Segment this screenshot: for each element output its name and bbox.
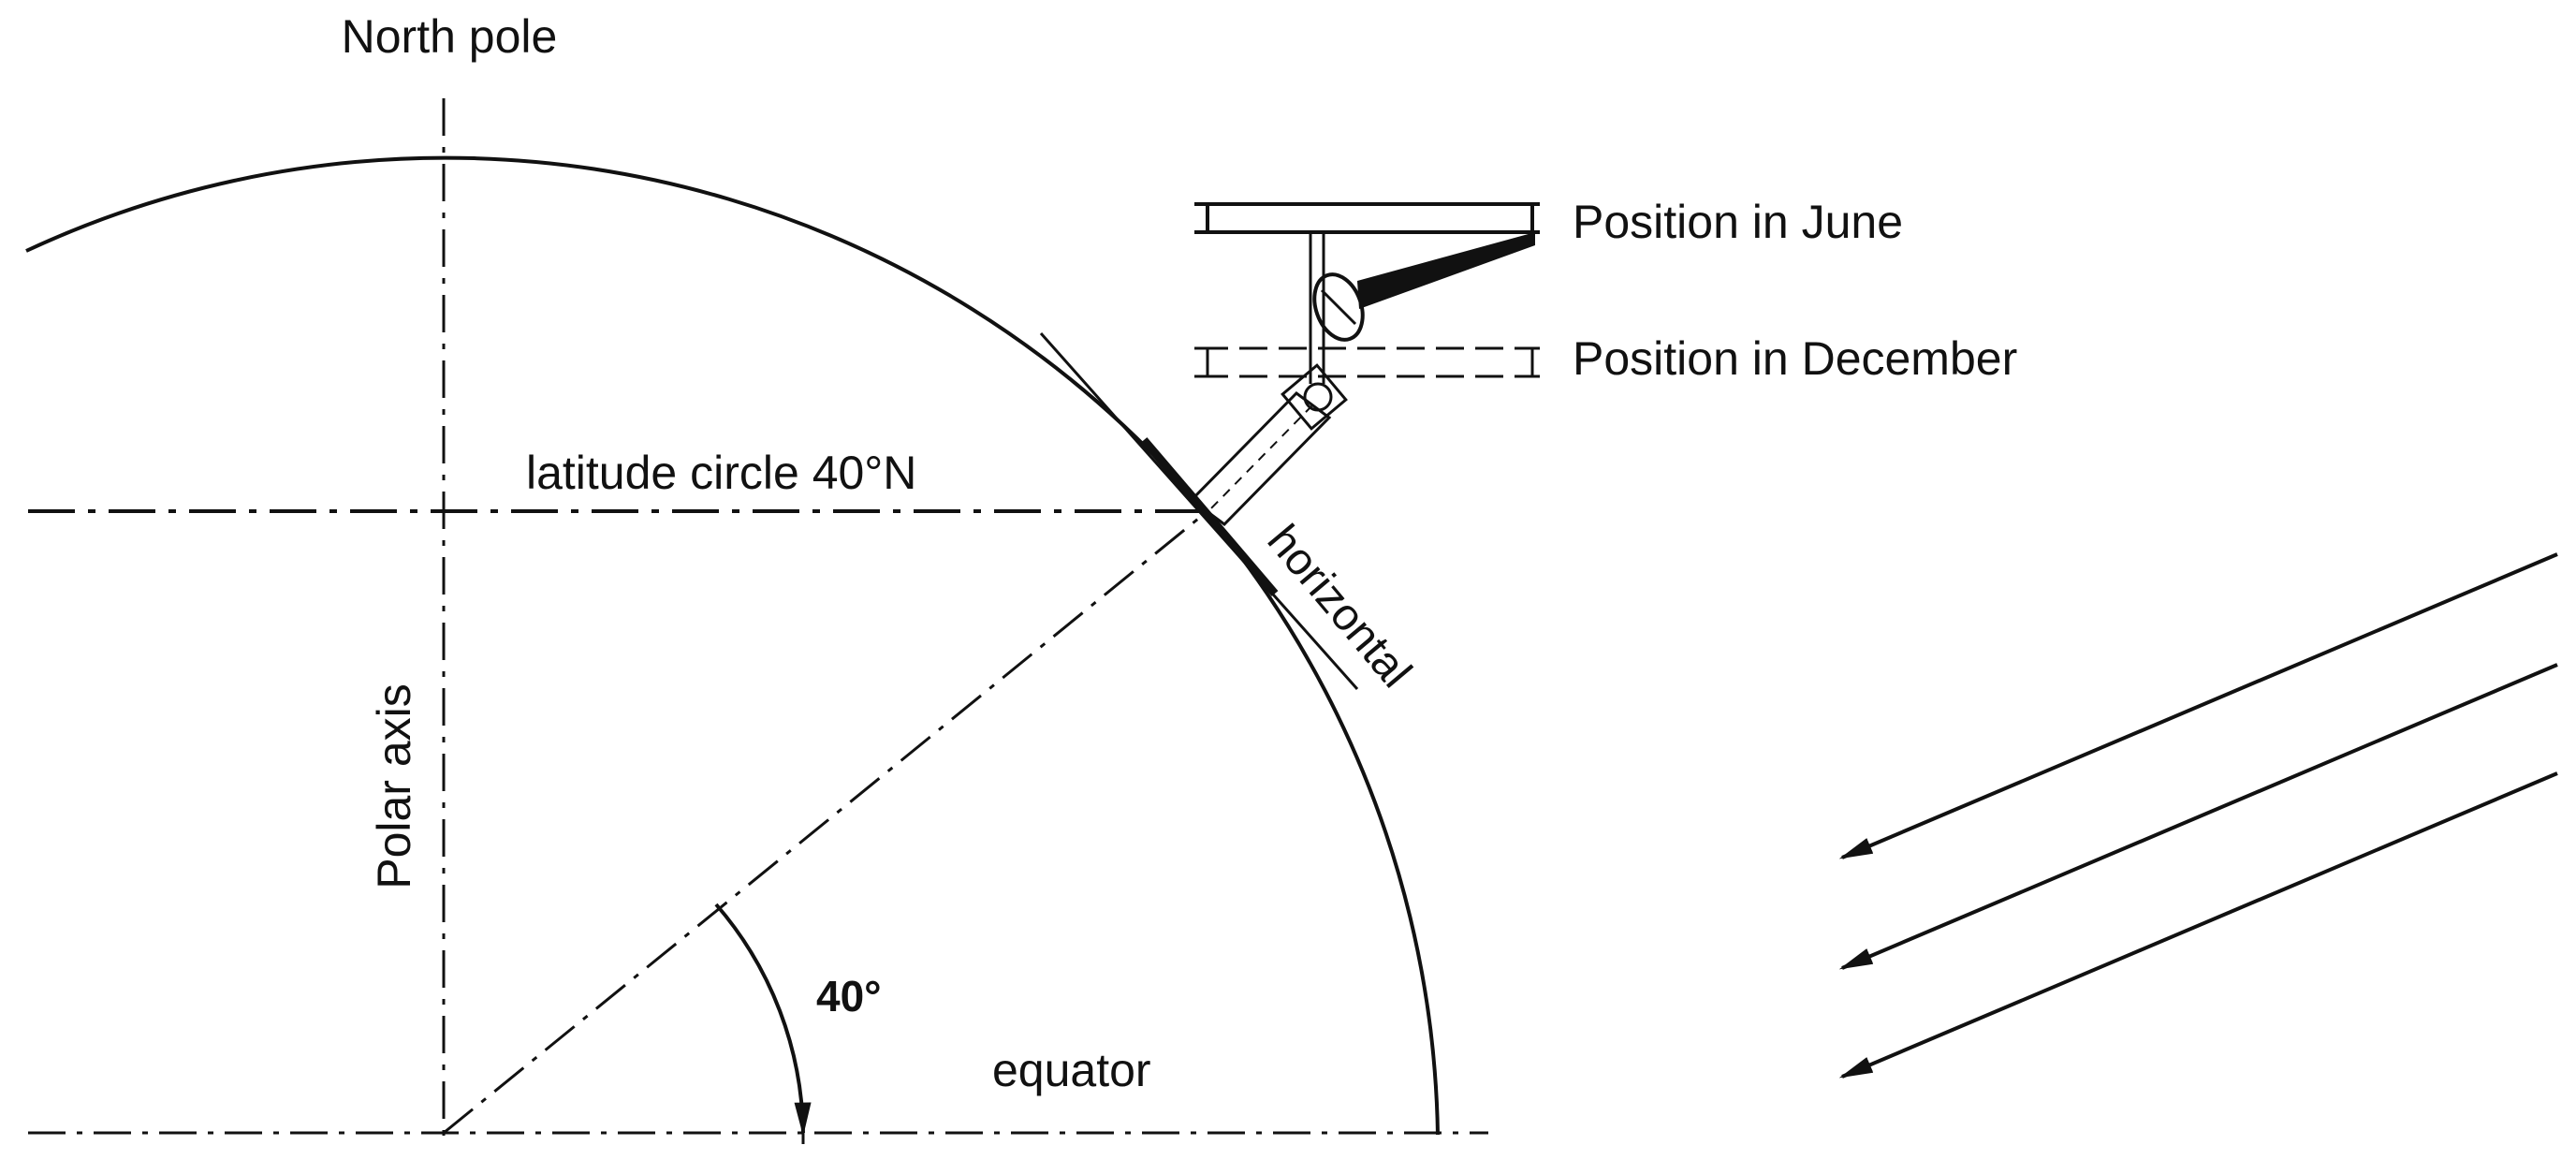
surface-emphasis — [1140, 437, 1279, 596]
screw-slot — [1320, 288, 1357, 326]
equator-label: equator — [992, 1044, 1151, 1096]
june-plate — [1194, 202, 1540, 234]
instrument — [1189, 232, 1535, 526]
december-plate — [1194, 346, 1540, 378]
instrument-tube-center — [1207, 404, 1313, 513]
polar-axis-label: Polar axis — [368, 683, 420, 889]
pivot-joint — [1303, 382, 1333, 412]
angle-label: 40° — [816, 972, 882, 1021]
position-june-label: Position in June — [1573, 196, 1903, 248]
pivot-block — [1281, 363, 1348, 431]
sun-ray-1 — [1838, 552, 2558, 859]
earth-outline — [25, 155, 1440, 1136]
sun-ray-3 — [1838, 771, 2558, 1079]
latitude-circle-label: latitude circle 40°N — [526, 447, 916, 499]
angle-arc — [714, 903, 812, 1137]
rod-threads — [1374, 241, 1509, 293]
sun-ray-2 — [1838, 663, 2558, 970]
north-pole-label: North pole — [342, 10, 558, 63]
threaded-rod — [1357, 232, 1535, 309]
position-december-label: Position in December — [1573, 332, 2017, 385]
latitude-radius-line — [443, 509, 1208, 1135]
